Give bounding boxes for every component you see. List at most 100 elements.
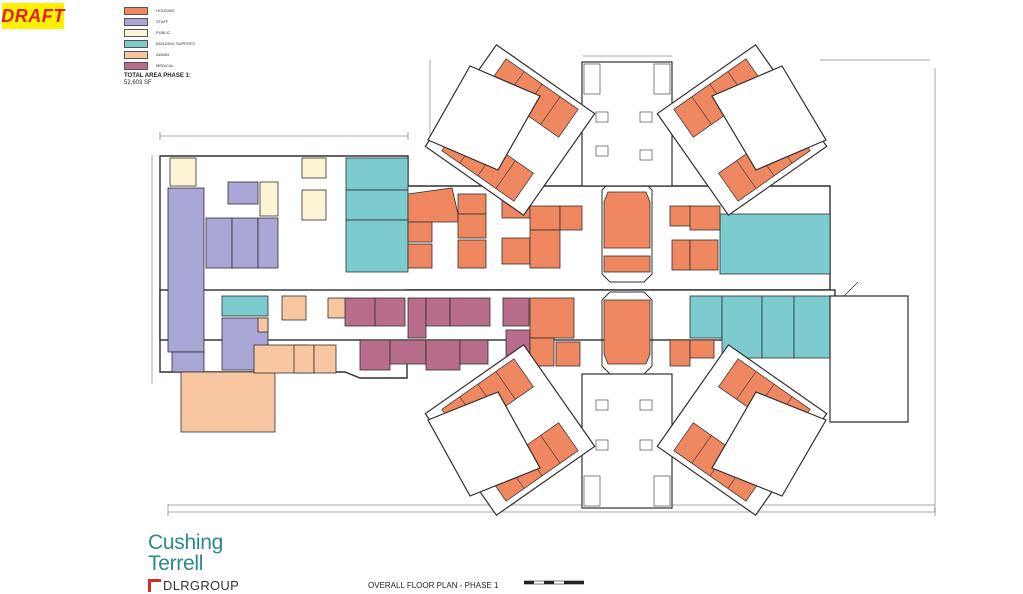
public-room xyxy=(301,189,327,221)
brand-line-1: Cushing xyxy=(148,531,223,554)
housing-room xyxy=(603,255,651,273)
housing-room xyxy=(671,239,691,271)
total-area-label: TOTAL AREA PHASE 1: xyxy=(124,73,191,79)
housing-room xyxy=(529,205,561,231)
dlr-text: DLRGROUP xyxy=(163,578,240,593)
medical-room xyxy=(502,297,530,327)
total-area-value: 52,603 SF xyxy=(124,80,152,86)
drawing-title: OVERALL FLOOR PLAN - PHASE 1 xyxy=(368,581,499,590)
support-room xyxy=(345,189,409,221)
legend-label: ADMIN xyxy=(156,52,169,57)
wing-southeast-tip xyxy=(711,391,827,497)
legend-swatch xyxy=(124,39,148,48)
furniture xyxy=(595,111,653,451)
medical-room xyxy=(449,297,491,327)
housing-room xyxy=(555,341,581,367)
legend-swatch xyxy=(124,17,148,26)
south-wing xyxy=(581,373,673,509)
staff-room xyxy=(227,181,259,205)
housing-room xyxy=(407,243,433,269)
medical-room xyxy=(344,297,376,327)
wing-northeast-tip xyxy=(711,65,827,171)
dlr-mark-icon xyxy=(148,579,161,592)
housing-room xyxy=(603,299,651,365)
legend-item-staff: STAFF xyxy=(124,17,168,26)
housing-room xyxy=(559,205,583,231)
housing-room xyxy=(689,205,721,231)
legend-swatch xyxy=(124,6,148,15)
legend-item-housing: HOUSING xyxy=(124,6,175,15)
legend-swatch xyxy=(124,61,148,70)
cushing-terrell-logo: Cushing Terrell xyxy=(148,532,223,574)
staff-room xyxy=(257,217,279,269)
medical-room xyxy=(425,339,461,371)
dimension-lines xyxy=(151,55,936,516)
admin-room xyxy=(180,371,276,433)
housing-room xyxy=(407,187,459,223)
admin-area xyxy=(180,295,349,433)
legend-label: PUBLIC xyxy=(156,30,171,35)
staff-room xyxy=(231,217,259,269)
legend-item-medical: MEDICAL xyxy=(124,61,174,70)
public-room xyxy=(169,157,197,187)
support-room xyxy=(345,157,409,191)
legend-item-admin: ADMIN xyxy=(124,50,169,59)
medical-room xyxy=(359,339,391,371)
north-wing xyxy=(581,61,673,187)
housing-room xyxy=(529,229,561,269)
legend-label: BUILDING SUPPORT xyxy=(156,41,196,46)
admin-room xyxy=(281,295,307,321)
housing-room xyxy=(501,237,531,265)
legend-item-public: PUBLIC xyxy=(124,28,170,37)
support-room xyxy=(345,219,409,273)
staff-room xyxy=(259,181,279,217)
medical-area xyxy=(344,297,531,371)
legend-item-building-support: BUILDING SUPPORT xyxy=(124,39,195,48)
east-room xyxy=(829,281,909,423)
housing-room xyxy=(689,339,715,359)
medical-room xyxy=(407,297,427,339)
public-area xyxy=(169,157,327,221)
medical-room xyxy=(425,297,451,327)
housing-room xyxy=(457,239,487,269)
wing-southwest-tip xyxy=(427,391,541,497)
support-room xyxy=(721,295,763,359)
legend-label: HOUSING xyxy=(156,8,175,13)
medical-room xyxy=(389,339,427,365)
legend-swatch xyxy=(124,50,148,59)
support-room xyxy=(689,295,723,339)
staff-room xyxy=(167,187,205,353)
housing-room xyxy=(603,191,651,249)
housing-room xyxy=(669,205,693,227)
housing-room xyxy=(457,213,487,239)
support-room xyxy=(221,295,269,317)
draft-label: DRAFT xyxy=(1,5,65,26)
dlr-group-logo: DLRGROUP xyxy=(148,578,239,593)
brand-line-2: Terrell xyxy=(148,552,204,575)
housing-room xyxy=(457,193,487,215)
housing-room xyxy=(689,239,719,271)
admin-room xyxy=(293,344,315,374)
medical-room xyxy=(459,339,489,365)
legend-label: MEDICAL xyxy=(156,63,174,68)
support-room xyxy=(793,295,831,359)
building-shell xyxy=(159,155,836,379)
support-area xyxy=(221,157,831,359)
public-room xyxy=(301,157,327,179)
housing-area xyxy=(407,187,721,367)
admin-room xyxy=(257,317,269,333)
support-room xyxy=(719,213,831,275)
housing-room xyxy=(669,339,691,367)
housing-room xyxy=(529,297,575,339)
legend-swatch xyxy=(124,28,148,37)
wing-northwest-tip xyxy=(427,65,541,171)
draft-stamp: DRAFT xyxy=(1,3,65,29)
housing-room xyxy=(407,221,433,243)
legend-label: STAFF xyxy=(156,19,169,24)
support-room xyxy=(761,295,795,359)
admin-room xyxy=(313,344,337,374)
total-area: TOTAL AREA PHASE 1: 52,603 SF xyxy=(124,73,191,87)
staff-room xyxy=(171,351,205,373)
staff-room xyxy=(205,217,233,269)
